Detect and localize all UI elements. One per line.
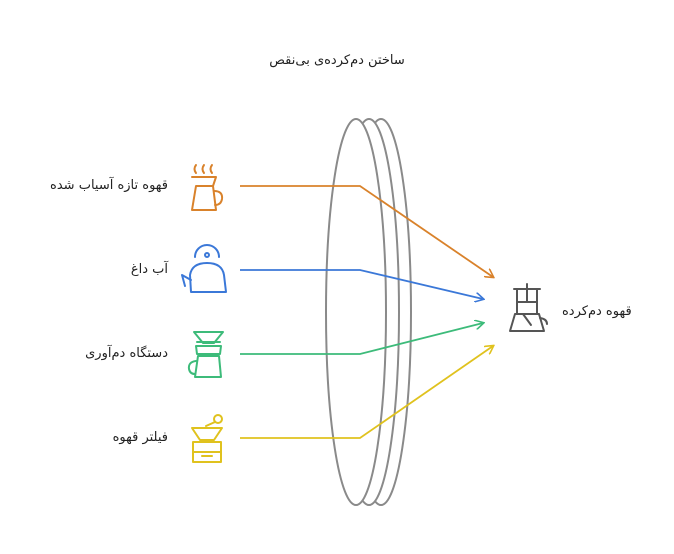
coffee-pot-steam-icon	[191, 164, 224, 211]
input-label-fresh-ground-coffee: قهوه تازه آسیاب شده	[50, 178, 168, 193]
arrow-hot-water	[240, 269, 483, 299]
input-label-hot-water: آب داغ	[130, 262, 168, 277]
arrow-brewing-device	[240, 323, 483, 355]
coffee-grinder-icon	[191, 414, 223, 463]
input-label-brewing-device: دستگاه دم‌آوری	[85, 346, 168, 361]
lens-shape	[325, 118, 412, 506]
arrow-fresh-ground-coffee	[240, 185, 493, 277]
arrow-coffee-filter	[240, 346, 493, 439]
output-label-brewed-coffee: قهوه دم‌کرده	[562, 304, 632, 319]
french-press-icon	[509, 283, 548, 332]
diagram-title: ساختن دم‌کرده‌ی بی‌نقص	[269, 53, 405, 68]
kettle-icon	[181, 244, 227, 293]
pour-over-dripper-icon	[187, 331, 224, 378]
input-label-coffee-filter: فیلتر قهوه	[112, 430, 168, 445]
